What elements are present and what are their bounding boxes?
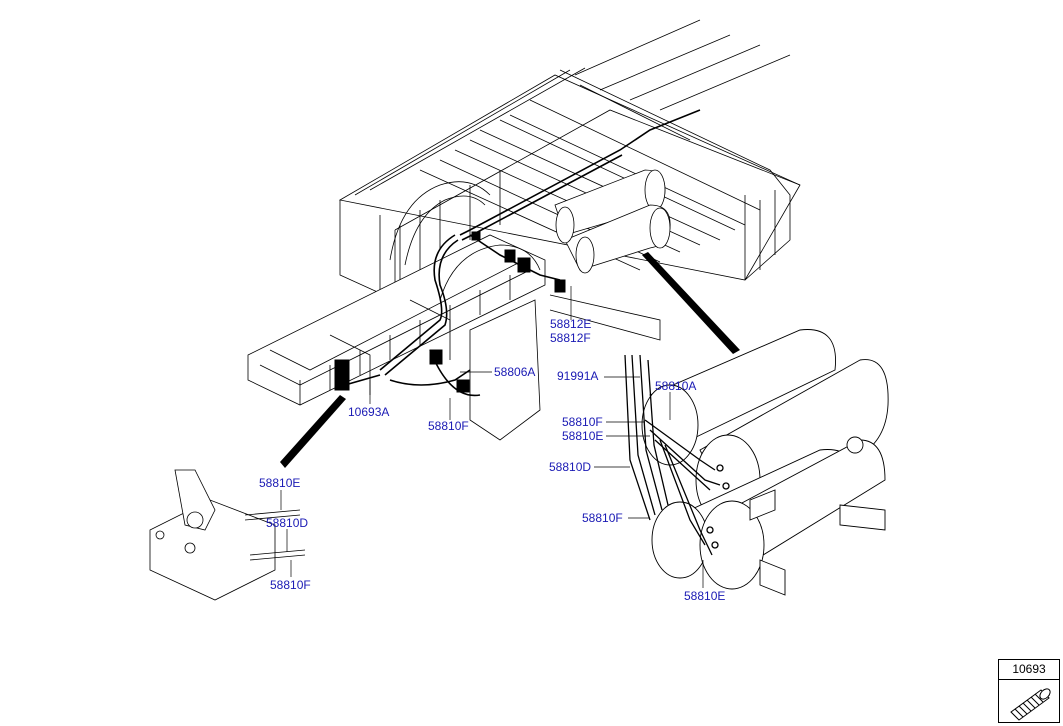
fuel-filters-drawing (554, 169, 671, 274)
callout-58812F[interactable]: 58812F (550, 331, 591, 345)
callout-91991A[interactable]: 91991A (557, 369, 599, 383)
callout-58810F-center[interactable]: 58810F (428, 419, 469, 433)
callout-58810F-tank[interactable]: 58810F (582, 511, 623, 525)
legend-part-box[interactable]: 10693 (998, 659, 1060, 723)
callout-58810D-left[interactable]: 58810D (266, 516, 309, 530)
callout-58810E-left[interactable]: 58810E (259, 476, 301, 490)
legend-part-number: 10693 (999, 660, 1059, 680)
callout-58810F-left[interactable]: 58810F (270, 578, 311, 592)
callout-58810E-right[interactable]: 58810E (562, 429, 604, 443)
leader-lines (280, 286, 704, 588)
callout-58810D-right[interactable]: 58810D (549, 460, 592, 474)
corrugated-tube-icon (1010, 688, 1051, 721)
tank-assembly-drawing (641, 329, 889, 596)
callout-58810A[interactable]: 58810A (655, 379, 697, 393)
fuel-line-harness (344, 109, 701, 397)
pedal-bracket-drawing (149, 469, 306, 601)
callout-10693A[interactable]: 10693A (348, 405, 390, 419)
callout-58810F-right[interactable]: 58810F (562, 415, 603, 429)
callout-58812E[interactable]: 58812E (550, 317, 592, 331)
callout-58810E-bottom[interactable]: 58810E (684, 589, 726, 603)
tank-lines (624, 354, 730, 556)
callout-58806A[interactable]: 58806A (494, 365, 536, 379)
callout-arrows (280, 252, 740, 468)
connector-parts (334, 231, 566, 393)
